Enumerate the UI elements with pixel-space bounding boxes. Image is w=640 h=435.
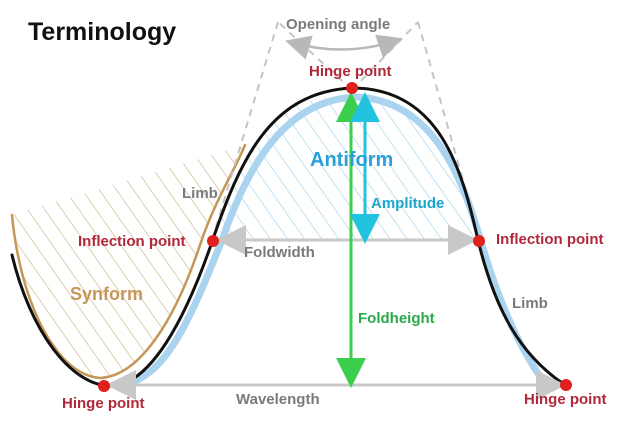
diagram-title: Terminology (28, 18, 176, 46)
synform-outline (10, 143, 247, 380)
inflection-point-left-dot (207, 235, 219, 247)
opening-angle-arc (285, 34, 403, 60)
hinge-point-right-dot (560, 379, 572, 391)
antiform-label: Antiform (310, 149, 393, 171)
inflection-point-right-dot (473, 235, 485, 247)
limb-right-label: Limb (512, 295, 548, 312)
hinge-point-left-dot (98, 380, 110, 392)
foldheight-label: Foldheight (358, 310, 435, 327)
inflection-point-left-label: Inflection point (78, 233, 185, 250)
hinge-point-top-label: Hinge point (309, 63, 392, 80)
synform-hatch (12, 145, 245, 378)
wavelength-label: Wavelength (236, 391, 320, 408)
inflection-point-right-label: Inflection point (496, 231, 603, 248)
synform-label: Synform (70, 284, 143, 304)
opening-angle-right-dash (351, 21, 419, 91)
limb-left-label: Limb (182, 185, 218, 202)
foldwidth-label: Foldwidth (244, 244, 315, 261)
hinge-point-right-label: Hinge point (524, 391, 607, 408)
opening-angle-left-dash (277, 21, 353, 91)
opening-angle-label: Opening angle (286, 16, 390, 33)
hinge-point-top-dot (346, 82, 358, 94)
hinge-point-left-label: Hinge point (62, 395, 145, 412)
amplitude-label: Amplitude (371, 195, 444, 212)
